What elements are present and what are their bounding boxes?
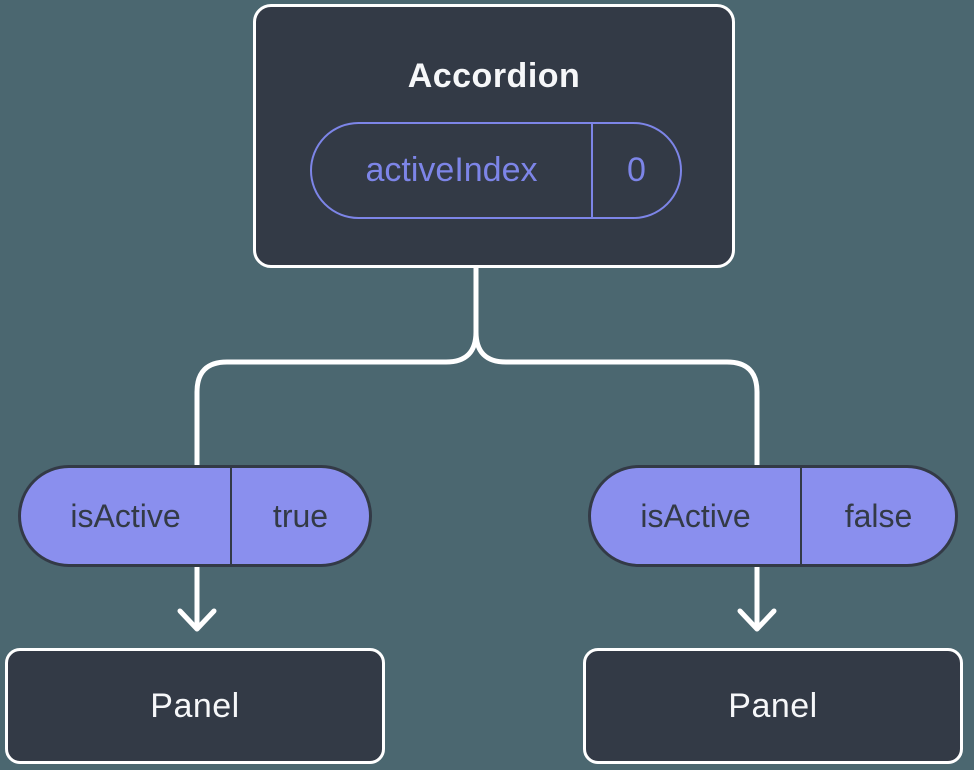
state-value: 0 bbox=[627, 151, 646, 189]
state-pill: activeIndex 0 bbox=[310, 122, 682, 219]
prop-name: isActive bbox=[591, 468, 802, 564]
connector-branch-left bbox=[194, 263, 479, 629]
down-arrow-icon-left bbox=[177, 608, 217, 632]
connector-branch-right bbox=[473, 263, 760, 629]
component-node-accordion: Accordion activeIndex 0 bbox=[253, 4, 735, 268]
panel-title: Panel bbox=[728, 686, 818, 725]
prop-value: true bbox=[272, 497, 329, 534]
panel-title: Panel bbox=[150, 686, 240, 725]
prop-name: isActive bbox=[21, 468, 232, 564]
prop-value: false bbox=[844, 497, 913, 534]
component-title: Accordion bbox=[407, 57, 581, 95]
down-arrow-icon-right bbox=[737, 608, 777, 632]
prop-pill-right: isActive false bbox=[588, 465, 958, 567]
prop-pill-left: isActive true bbox=[18, 465, 372, 567]
panel-node-right: Panel bbox=[583, 648, 963, 764]
state-name: activeIndex bbox=[312, 124, 593, 217]
panel-node-left: Panel bbox=[5, 648, 385, 764]
